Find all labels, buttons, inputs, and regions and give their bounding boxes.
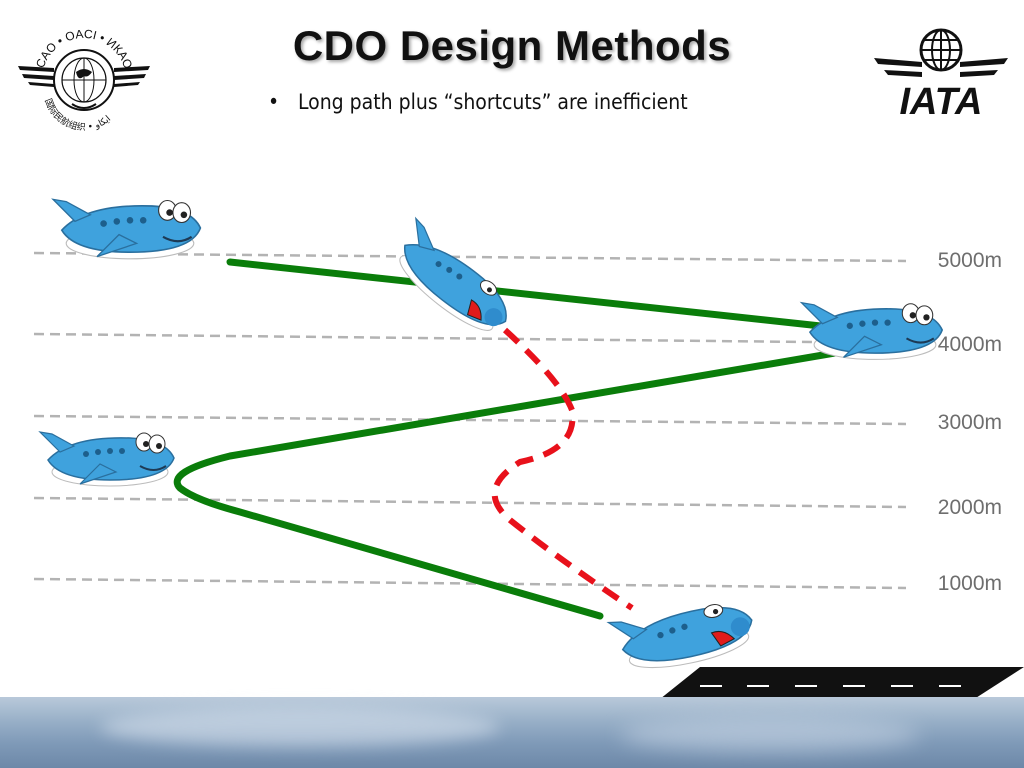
cartoon-airplane-icon <box>39 431 175 487</box>
icao-logo: ICAO • OACI • ИКАО 国际民航组织 • ايكاو <box>18 27 150 133</box>
iata-logo: IATA <box>874 28 1008 120</box>
slide-title: CDO Design Methods <box>292 22 732 69</box>
iata-wordmark: IATA <box>899 81 982 120</box>
altitude-label-2000: 2000m <box>938 496 1002 519</box>
guide-line-3000 <box>33 414 907 426</box>
altitude-label-5000: 5000m <box>938 249 1002 272</box>
sky-background <box>0 697 1024 768</box>
long-descent-path <box>173 258 874 620</box>
altitude-guide-lines <box>33 251 907 590</box>
altitude-label-4000: 4000m <box>938 333 1002 356</box>
cloud <box>620 717 920 752</box>
altitude-label-1000: 1000m <box>938 572 1002 595</box>
cartoon-airplane-icon <box>51 198 202 260</box>
runway-icon <box>655 667 1024 703</box>
cloud <box>100 707 500 747</box>
guide-line-4000 <box>33 332 907 345</box>
bullet-point: • Long path plus “shortcuts” are ineffici… <box>268 90 688 114</box>
shortcut-path <box>491 327 634 611</box>
guide-line-2000 <box>33 496 907 509</box>
altitude-label-3000: 3000m <box>938 411 1002 434</box>
bullet-text: Long path plus “shortcuts” are inefficie… <box>298 90 688 114</box>
guide-line-5000 <box>33 251 907 263</box>
cartoon-airplane-icon <box>800 301 944 361</box>
bullet-dot: • <box>268 90 280 114</box>
guide-line-1000 <box>33 577 907 590</box>
